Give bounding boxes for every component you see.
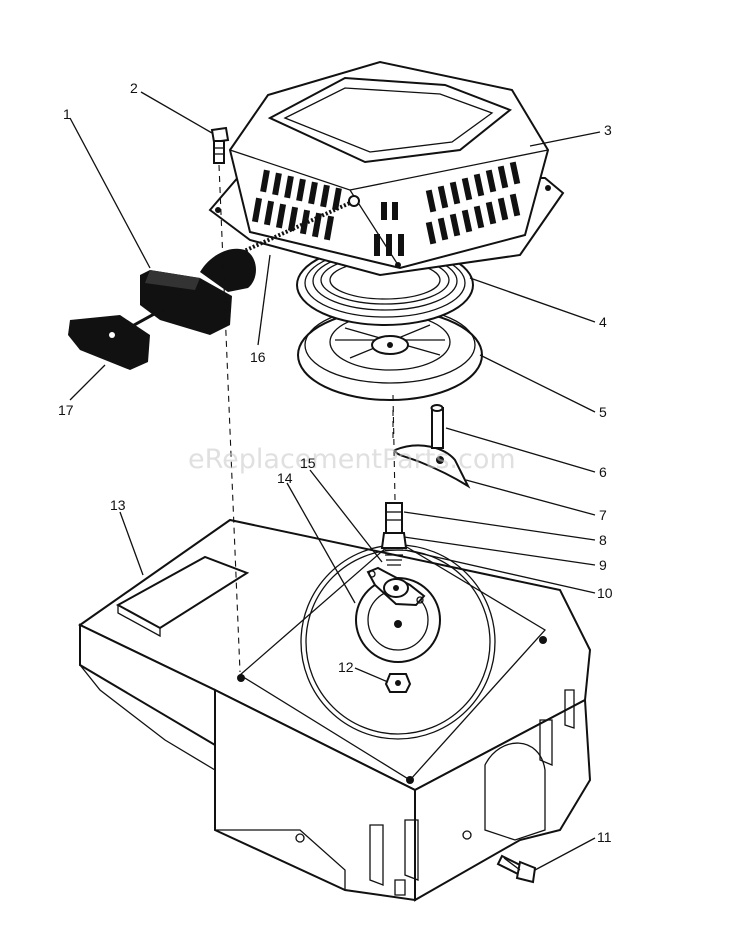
vent-slot: [425, 221, 437, 245]
callout-15: 15: [300, 455, 316, 471]
bolt-2: [210, 126, 230, 164]
vent-slot: [323, 215, 335, 241]
vent-slot: [425, 189, 437, 213]
pulley-5: [297, 306, 483, 401]
vent-slot: [509, 193, 521, 217]
pin-6: [430, 404, 444, 449]
vent-slot: [263, 200, 275, 226]
callout-13: 13: [110, 497, 126, 513]
alignment-lines: [218, 164, 396, 673]
vent-slot: [251, 197, 263, 223]
vent-slot: [374, 234, 380, 256]
vent-slot: [296, 178, 306, 202]
rope-guide: [200, 248, 256, 292]
vent-slot: [485, 201, 497, 225]
screw-11: [496, 854, 537, 884]
watermark: eReplacementParts.com: [188, 444, 516, 475]
vent-slot: [308, 181, 318, 205]
callout-16: 16: [250, 349, 266, 365]
callout-10: 10: [597, 585, 613, 601]
vent-slot: [437, 185, 449, 209]
callout-7: 7: [599, 507, 607, 523]
spring-and-bolt: [380, 502, 408, 566]
vent-slot: [449, 213, 461, 237]
vent-slot: [497, 197, 509, 221]
callout-3: 3: [604, 122, 612, 138]
vent-slot: [461, 177, 473, 201]
vent-slot: [275, 203, 287, 229]
cam-14: [366, 566, 426, 607]
friction-plate-7: [393, 444, 471, 489]
callout-5: 5: [599, 404, 607, 420]
vent-slot: [287, 206, 299, 232]
callout-4: 4: [599, 314, 607, 330]
vent-slot: [320, 184, 330, 208]
leader-lines: [69, 91, 601, 871]
callout-17: 17: [58, 402, 74, 418]
vent-slot: [497, 165, 509, 189]
handle-1: [124, 270, 232, 335]
callout-2: 2: [130, 80, 138, 96]
vent-slot: [332, 187, 342, 211]
vent-slot: [381, 202, 387, 220]
vent-slot: [272, 172, 282, 196]
callout-labels: 1 2 3 4 5 6 7 8 9 10 11 12 13 14 15 16 1…: [58, 80, 613, 845]
vent-slot: [284, 175, 294, 199]
callout-8: 8: [599, 532, 607, 548]
callout-11: 11: [597, 829, 612, 845]
callout-12: 12: [338, 659, 354, 675]
vent-slot: [449, 181, 461, 205]
callout-6: 6: [599, 464, 607, 480]
nut-12: [384, 673, 412, 693]
vent-slot: [473, 173, 485, 197]
vent-slot: [398, 234, 404, 256]
vent-slot: [437, 217, 449, 241]
vent-slot: [509, 161, 521, 185]
blower-housing: [78, 518, 592, 902]
callout-1: 1: [63, 106, 71, 122]
vent-slot: [392, 202, 398, 220]
handle-insert-17: [68, 315, 150, 370]
starter-rope-16: [241, 195, 360, 254]
callout-14: 14: [277, 470, 293, 486]
vent-slot: [473, 205, 485, 229]
vent-slot: [260, 169, 270, 193]
callout-9: 9: [599, 557, 607, 573]
vent-slot: [386, 234, 392, 256]
vent-slot: [485, 169, 497, 193]
vent-slot: [461, 209, 473, 233]
